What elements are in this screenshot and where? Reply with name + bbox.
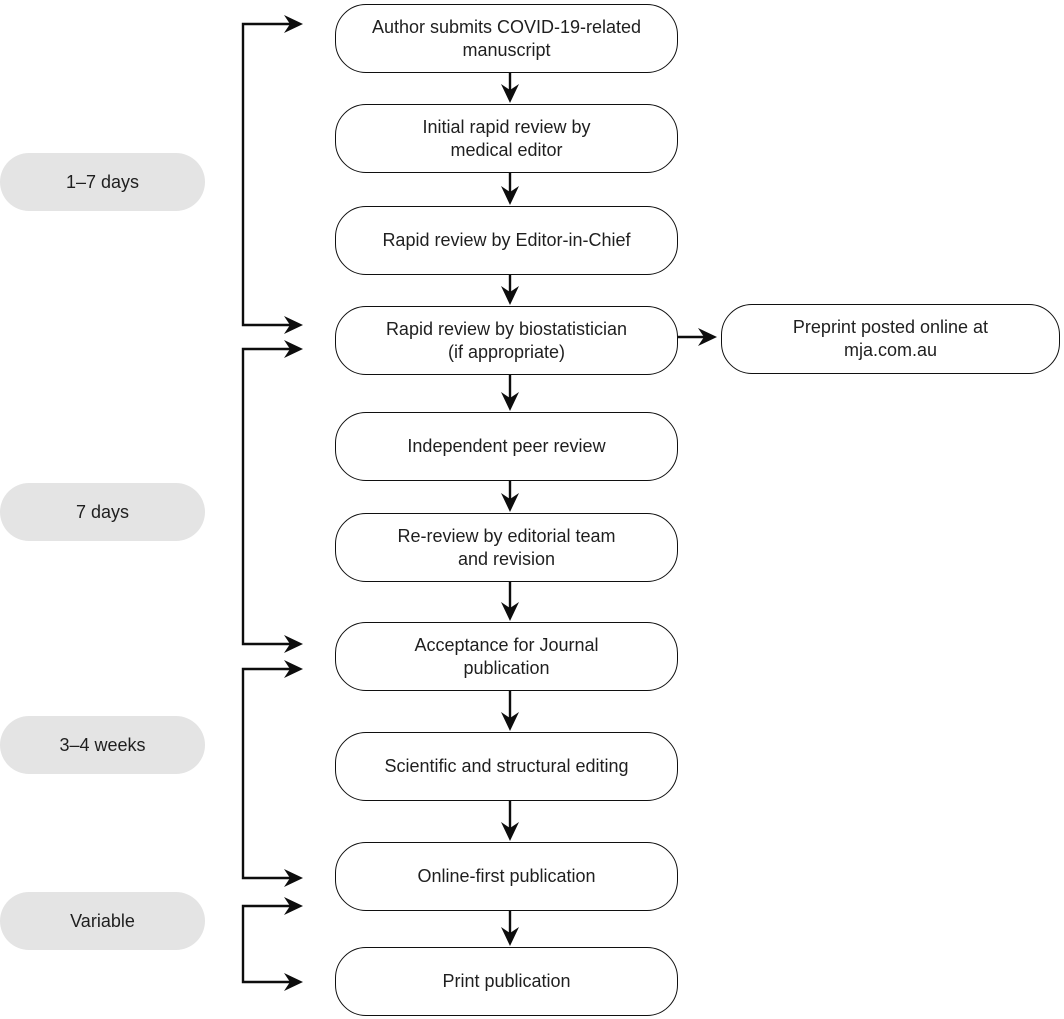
bracket-line xyxy=(241,22,291,327)
right-arrow-icon xyxy=(284,897,303,915)
flow-step-label: Rapid review by biostatistician (if appr… xyxy=(385,318,628,362)
flow-step-initial-rapid-review: Initial rapid review by medical editor xyxy=(335,104,678,173)
right-arrow-icon xyxy=(698,328,717,346)
flow-step-scientific-editing: Scientific and structural editing xyxy=(335,732,678,801)
flow-step-label: Rapid review by Editor-in-Chief xyxy=(382,230,631,250)
flow-step-editor-in-chief-review: Rapid review by Editor-in-Chief xyxy=(335,206,678,275)
down-arrow-icon xyxy=(501,392,519,411)
flow-step-label: Independent peer review xyxy=(407,436,606,456)
flow-step-label: Preprint posted online at mja.com.au xyxy=(792,317,989,360)
down-arrow-icon xyxy=(501,84,519,103)
timeline-label-text: 1–7 days xyxy=(65,171,140,192)
right-arrow-icon xyxy=(284,660,303,678)
timeline-label-text: 7 days xyxy=(75,501,130,522)
branch-arrow xyxy=(678,328,717,346)
timeline-label-7-days: 7 days xyxy=(0,483,205,541)
flow-down-arrows xyxy=(501,72,519,946)
flow-step-peer-review: Independent peer review xyxy=(335,412,678,481)
timeline-label-variable: Variable xyxy=(0,892,205,950)
flow-step-label: Re-review by editorial team and revision xyxy=(397,525,616,569)
flow-step-biostatistician-review: Rapid review by biostatistician (if appr… xyxy=(335,306,678,375)
timeline-label-3-4-weeks: 3–4 weeks xyxy=(0,716,205,774)
bracket-line xyxy=(241,667,291,880)
flow-step-label: Author submits COVID-19-related manuscri… xyxy=(371,16,642,60)
flow-step-print-publication: Print publication xyxy=(335,947,678,1016)
down-arrow-icon xyxy=(501,822,519,841)
timeline-bracket-3 xyxy=(241,660,303,887)
timeline-bracket-1 xyxy=(241,15,303,334)
right-arrow-icon xyxy=(284,635,303,653)
timeline-bracket-2 xyxy=(241,340,303,653)
flow-step-author-submits: Author submits COVID-19-related manuscri… xyxy=(335,4,678,73)
right-arrow-icon xyxy=(284,869,303,887)
timeline-label-text: Variable xyxy=(70,910,135,931)
down-arrow-icon xyxy=(501,186,519,205)
right-arrow-icon xyxy=(284,15,303,33)
down-arrow-icon xyxy=(501,927,519,946)
flow-step-label: Acceptance for Journal publication xyxy=(414,634,599,678)
right-arrow-icon xyxy=(284,973,303,991)
flow-step-label: Online-first publication xyxy=(417,866,596,886)
timeline-bracket-4 xyxy=(241,897,303,991)
bracket-line xyxy=(241,347,291,646)
flow-step-re-review-revision: Re-review by editorial team and revision xyxy=(335,513,678,582)
right-arrow-icon xyxy=(284,316,303,334)
flow-step-label: Print publication xyxy=(442,971,571,991)
bracket-line xyxy=(241,904,291,984)
flow-step-label: Scientific and structural editing xyxy=(384,756,629,776)
flow-step-label: Initial rapid review by medical editor xyxy=(422,116,591,160)
down-arrow-icon xyxy=(501,602,519,621)
flow-branch-preprint-online: Preprint posted online at mja.com.au xyxy=(721,304,1060,374)
flow-step-acceptance: Acceptance for Journal publication xyxy=(335,622,678,691)
timeline-label-1-7-days: 1–7 days xyxy=(0,153,205,211)
timeline-label-text: 3–4 weeks xyxy=(59,734,146,755)
down-arrow-icon xyxy=(501,712,519,731)
down-arrow-icon xyxy=(501,286,519,305)
down-arrow-icon xyxy=(501,493,519,512)
flow-step-online-first-publication: Online-first publication xyxy=(335,842,678,911)
right-arrow-icon xyxy=(284,340,303,358)
